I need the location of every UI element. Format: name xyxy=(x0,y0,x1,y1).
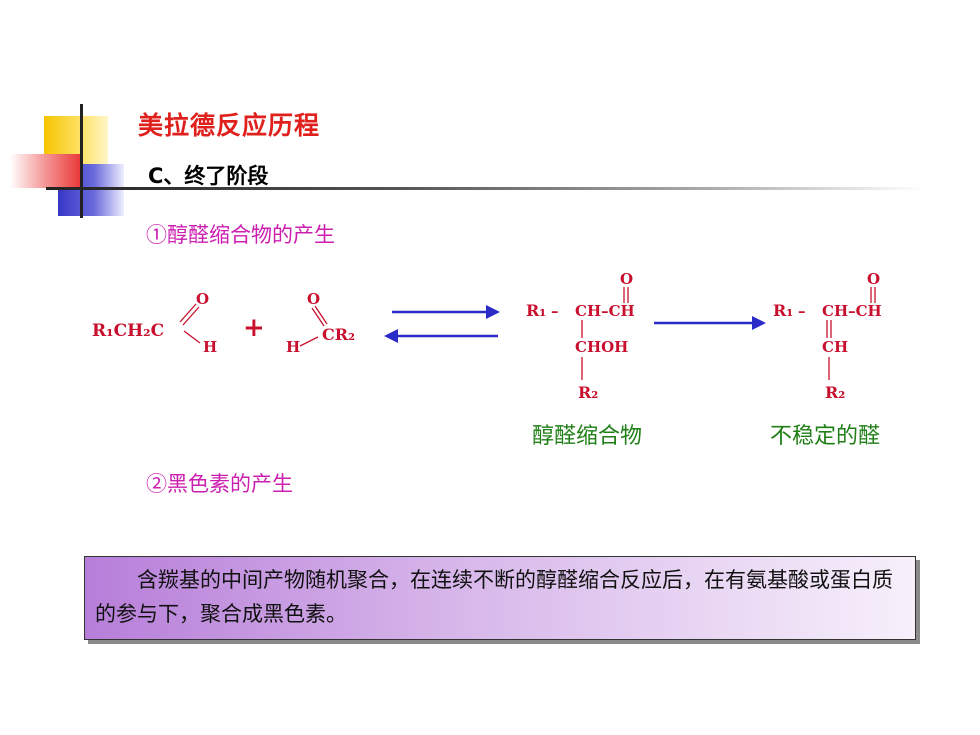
note-text: 含羰基的中间产物随机聚合，在连续不断的醇醛缩合反应后，在有氨基酸或蛋白质的参与下… xyxy=(95,568,893,626)
product1-dash: – xyxy=(551,302,559,320)
product2-chain: CH–CH xyxy=(822,302,882,320)
decor-vertical-line xyxy=(80,104,83,218)
caption-aldol-condensate: 醇醛缩合物 xyxy=(532,424,643,449)
product2-r1: R₁ xyxy=(773,301,793,320)
product2-dash: – xyxy=(798,302,806,320)
reactant2-hydrogen: H xyxy=(286,338,300,356)
forward-arrow xyxy=(654,316,766,330)
decor-horizontal-rule xyxy=(46,187,926,190)
decor-red-block xyxy=(10,154,80,188)
section-heading-aldol: ①醇醛缩合物的产生 xyxy=(146,223,335,247)
slide-title: 美拉德反应历程 xyxy=(138,111,321,140)
note-box: 含羰基的中间产物随机聚合，在连续不断的醇醛缩合反应后，在有氨基酸或蛋白质的参与下… xyxy=(84,556,916,640)
equilibrium-arrow xyxy=(384,305,500,343)
reactant1-formula: R₁CH₂C xyxy=(92,321,164,341)
reactant2-oxygen: O xyxy=(307,290,320,308)
caption-unstable-aldehyde: 不稳定的醛 xyxy=(770,424,881,449)
product1-r2: R₂ xyxy=(578,383,598,402)
plus-sign: + xyxy=(243,313,265,343)
product1-r1: R₁ xyxy=(526,301,546,320)
slide-subtitle: C、终了阶段 xyxy=(148,164,269,188)
section-heading-melanoidin: ②黑色素的产生 xyxy=(146,472,293,496)
product1-oxygen: O xyxy=(620,270,633,288)
product1-choh: CHOH xyxy=(575,338,628,356)
product2-oxygen: O xyxy=(867,270,880,288)
reactant2-formula: CR₂ xyxy=(322,325,355,344)
reactant1-hydrogen: H xyxy=(203,338,217,356)
reactant1-oxygen: O xyxy=(196,290,209,308)
product2-r2: R₂ xyxy=(825,383,845,402)
product1-chain: CH–CH xyxy=(575,302,635,320)
product2-ch: CH xyxy=(822,338,848,356)
